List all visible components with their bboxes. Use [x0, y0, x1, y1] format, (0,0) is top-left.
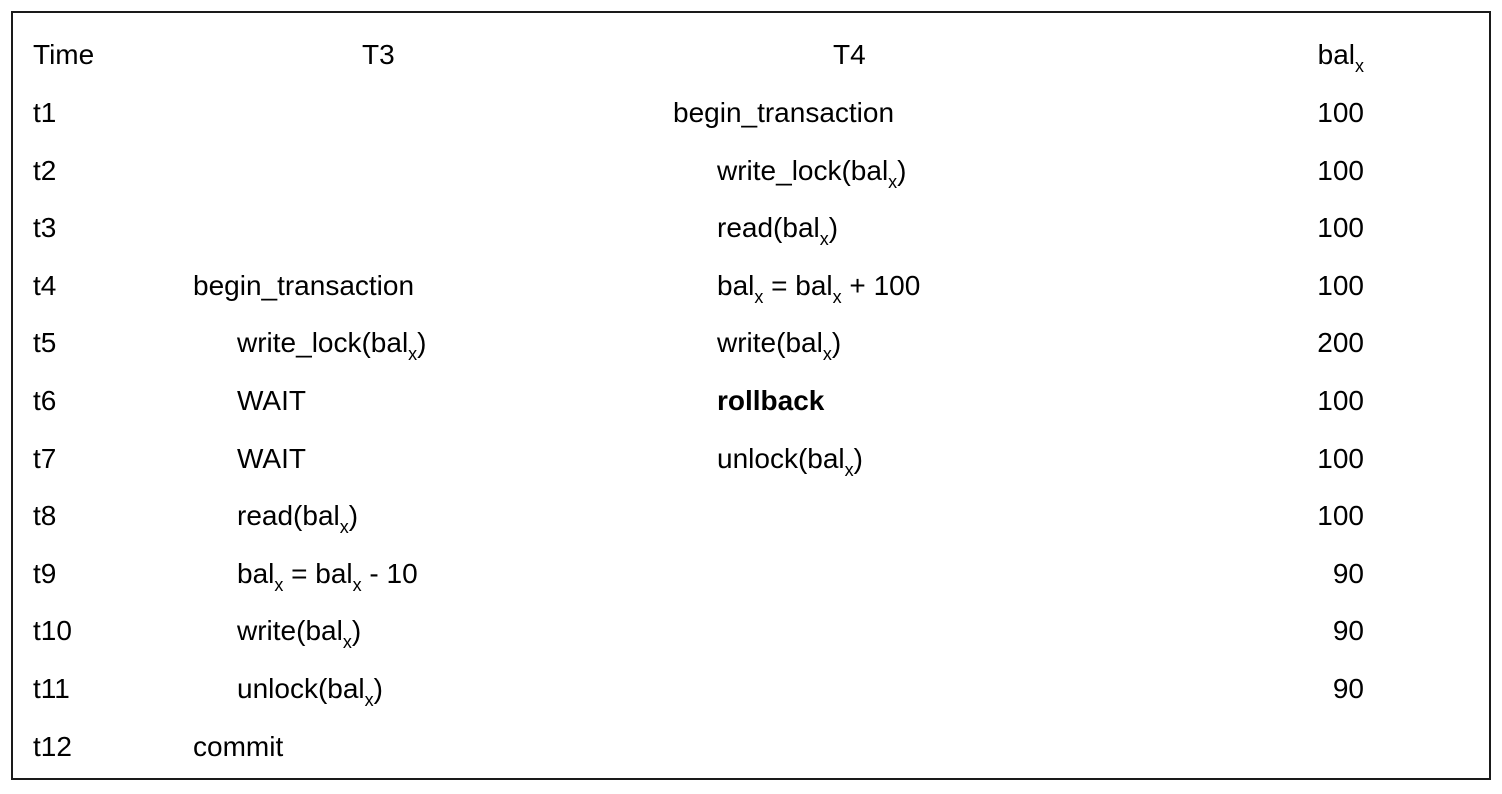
time-cell: t9 [33, 557, 57, 589]
t3-operation: unlock(balx) [237, 673, 383, 710]
t4-operation: write(balx) [717, 327, 842, 365]
table-row: t11 unlock(balx) 90 [13, 669, 1489, 709]
t4-operation: read(balx) [717, 212, 839, 250]
balx-value: 100 [1317, 97, 1364, 128]
table-row: t8 read(balx) 100 [13, 496, 1489, 536]
t4-operation: balx = balx + 100 [717, 269, 921, 307]
time-cell: t7 [33, 442, 57, 474]
time-cell: t5 [33, 327, 57, 359]
balx-value: 100 [1317, 500, 1364, 532]
balx-value: 90 [1332, 557, 1364, 589]
balx-value: 100 [1317, 269, 1364, 301]
t3-operation: balx = balx - 10 [237, 557, 418, 595]
t3-operation: begin_transaction [193, 269, 415, 301]
time-cell: t10 [33, 615, 72, 647]
table-row: t1 begin_transaction 100 [13, 93, 1489, 133]
header-t4: T4 [833, 39, 866, 70]
header-t3: T3 [362, 39, 395, 70]
header-time: Time [33, 39, 95, 70]
balx-value: 90 [1332, 673, 1364, 704]
table-row: t3 read(balx) 100 [13, 208, 1489, 248]
header-row: Time T3 T4 balx [13, 35, 1489, 75]
t4-operation: begin_transaction [673, 97, 895, 128]
t4-operation: rollback [717, 385, 825, 416]
balx-value: 100 [1317, 385, 1364, 416]
balx-value: 100 [1317, 154, 1364, 186]
t4-operation: unlock(balx) [717, 442, 863, 480]
time-cell: t4 [33, 269, 57, 301]
time-cell: t12 [33, 730, 72, 762]
table-row: t2 write_lock(balx) 100 [13, 151, 1489, 191]
time-cell: t8 [33, 500, 57, 532]
t3-operation: write_lock(balx) [237, 327, 427, 365]
time-cell: t11 [33, 673, 70, 704]
time-cell: t6 [33, 385, 57, 416]
table-row: t5 write_lock(balx) write(balx) 200 [13, 323, 1489, 363]
time-cell: t2 [33, 154, 57, 186]
balx-value: 90 [1332, 615, 1364, 647]
t3-operation: commit [193, 730, 284, 762]
t3-operation: write(balx) [237, 615, 362, 653]
table-row: t9 balx = balx - 10 90 [13, 554, 1489, 594]
header-balx: balx [1317, 39, 1364, 76]
table-row: t10 write(balx) 90 [13, 611, 1489, 651]
table-row: t7 WAIT unlock(balx) 100 [13, 439, 1489, 479]
t3-operation: WAIT [237, 442, 306, 474]
t3-operation: read(balx) [237, 500, 359, 538]
time-cell: t3 [33, 212, 57, 244]
table-row: t12 commit [13, 727, 1489, 767]
balx-value: 100 [1317, 212, 1364, 244]
t4-operation: write_lock(balx) [717, 154, 907, 192]
time-cell: t1 [33, 97, 57, 128]
balx-value: 100 [1317, 442, 1364, 474]
t3-operation: WAIT [237, 385, 306, 416]
balx-value: 200 [1317, 327, 1364, 359]
table-row: t4 begin_transaction balx = balx + 100 100 [13, 266, 1489, 306]
table-row: t6 WAIT rollback 100 [13, 381, 1489, 421]
